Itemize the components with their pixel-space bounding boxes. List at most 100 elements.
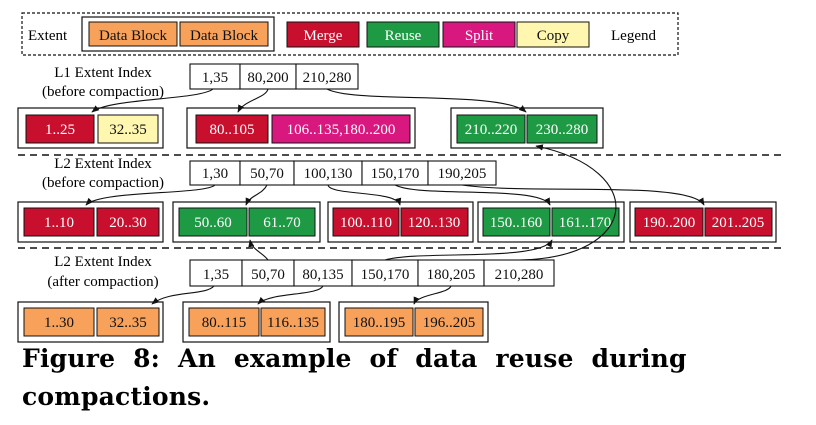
l1-extent: 80..105 106..135,180..200 <box>186 107 416 149</box>
pointer-arrow <box>248 239 269 261</box>
block-label: 180..195 <box>353 315 406 331</box>
data-block <box>23 307 95 337</box>
l2-after-index-entry: 50,70 <box>251 267 285 283</box>
l2-after-index-entry: 180,205 <box>427 267 476 283</box>
block-label: 1..30 <box>44 315 74 331</box>
pointer-arrow <box>384 239 553 261</box>
pointer-arrow <box>245 184 268 206</box>
l2-after-index-cell <box>241 259 295 287</box>
data-block <box>260 307 326 337</box>
block-label: 100..110 <box>340 215 392 231</box>
l2-before-label-line2: (before compaction) <box>42 175 164 191</box>
pointer-arrow <box>237 88 269 113</box>
pointer-arrow <box>327 184 402 206</box>
data-block <box>344 307 414 337</box>
block-reuse <box>526 114 598 144</box>
legend-split-swatch <box>442 21 516 48</box>
legend-reuse-swatch <box>366 21 440 48</box>
l2-before-section: L2 Extent Index (before compaction) 1,30… <box>17 156 777 243</box>
legend-data-block-2-label: Data Block <box>190 28 258 44</box>
block-merge <box>25 114 95 144</box>
l1-extent-index: 1,35 80,200 210,280 <box>189 63 359 90</box>
l1-index-entry: 1,35 <box>202 70 228 86</box>
l2-before-index-entry: 1,30 <box>202 166 228 182</box>
l1-index-cell <box>189 63 241 90</box>
block-label: 1..10 <box>44 215 74 231</box>
l2-before-index-entry: 150,170 <box>371 166 420 182</box>
block-label: 20..30 <box>109 215 147 231</box>
l2-after-label-line2: (after compaction) <box>47 274 158 290</box>
block-reuse <box>456 114 526 144</box>
legend-data-block-2-swatch <box>179 21 269 47</box>
l2-after-index-entry: 1,35 <box>203 267 229 283</box>
l2-after-extent-index: 1,35 50,70 80,135 150,170 180,205 210,28… <box>189 259 555 287</box>
legend-frame <box>21 12 679 56</box>
l2-before-index-entry: 100,130 <box>304 166 353 182</box>
pointer-arrow <box>413 285 452 305</box>
l2-after-extent: 1..30 32..35 <box>17 301 164 343</box>
block-label: 201..205 <box>712 215 765 231</box>
block-split <box>271 114 411 144</box>
l2-before-extent-index: 1,30 50,70 100,130 150,170 190,205 <box>189 160 497 186</box>
pointer-arrow <box>518 144 617 261</box>
l2-before-extent: 50..60 61..70 <box>172 201 321 243</box>
data-block <box>188 307 260 337</box>
pointer-arrow <box>326 88 527 113</box>
pointer-arrow <box>151 285 215 305</box>
l1-label-line2: (before compaction) <box>42 84 164 100</box>
l2-before-extent: 1..10 20..30 <box>17 201 164 243</box>
pointer-arrow <box>85 184 216 206</box>
block-label: 210..220 <box>465 122 518 138</box>
block-label: 161..170 <box>559 215 612 231</box>
legend-copy-label: Copy <box>537 28 570 44</box>
block-label: 1..25 <box>45 122 75 138</box>
block-label: 32..35 <box>109 315 147 331</box>
block-label: 120..130 <box>408 215 461 231</box>
block-reuse <box>248 207 316 237</box>
block-reuse <box>482 207 551 237</box>
block-label: 61..70 <box>263 215 301 231</box>
l2-after-index-entry: 150,170 <box>361 267 410 283</box>
l1-index-cell <box>239 63 297 90</box>
l2-before-index-entry: 190,205 <box>438 166 487 182</box>
l2-after-index-entry: 80,135 <box>302 267 343 283</box>
block-merge <box>96 207 160 237</box>
l1-index-entry: 80,200 <box>247 70 288 86</box>
l2-after-label-line1: L2 Extent Index <box>54 254 152 270</box>
legend-copy-swatch <box>516 21 590 48</box>
block-reuse <box>551 207 620 237</box>
l1-index-cell <box>295 63 359 90</box>
l2-before-index-entry: 50,70 <box>250 166 284 182</box>
block-merge <box>634 207 704 237</box>
l1-index-entry: 210,280 <box>303 70 352 86</box>
block-label: 230..280 <box>536 122 589 138</box>
block-label: 80..105 <box>210 122 255 138</box>
block-merge <box>704 207 773 237</box>
legend-reuse-label: Reuse <box>385 28 422 44</box>
l2-after-index-cell <box>483 259 555 287</box>
figure-caption: Figure 8: An example of data reuse durin… <box>22 344 687 411</box>
data-block <box>414 307 484 337</box>
l2-before-extent: 100..110 120..130 <box>327 201 474 243</box>
data-block <box>96 307 160 337</box>
block-label: 190..200 <box>643 215 696 231</box>
block-label: 106..135,180..200 <box>287 122 396 138</box>
legend-merge-label: Merge <box>304 28 343 44</box>
block-label: 150..160 <box>490 215 543 231</box>
l2-after-extent: 180..195 196..205 <box>338 301 489 343</box>
legend-data-block-1-label: Data Block <box>99 28 167 44</box>
block-merge <box>195 114 269 144</box>
pointer-arrow <box>257 285 324 305</box>
l2-before-extent: 190..200 201..205 <box>629 201 777 243</box>
block-copy <box>97 114 159 144</box>
l2-after-extent: 80..115 116..135 <box>182 301 331 343</box>
pointer-arrow <box>461 184 705 206</box>
l1-label-line1: L1 Extent Index <box>54 65 152 81</box>
l1-extent: 1..25 32..35 <box>17 107 164 149</box>
block-label: 50..60 <box>194 215 232 231</box>
l2-after-index-cell <box>417 259 485 287</box>
legend-title: Legend <box>611 28 656 44</box>
l2-after-section: L2 Extent Index (after compaction) 1,35 … <box>17 254 555 343</box>
l2-after-index-entry: 210,280 <box>495 267 544 283</box>
